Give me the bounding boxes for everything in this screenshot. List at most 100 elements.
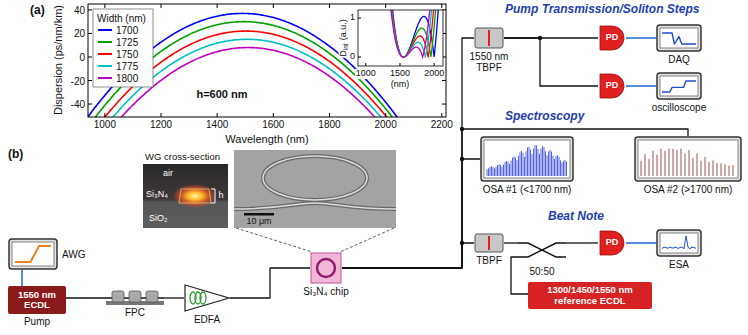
tick-label: -20 [71, 75, 85, 86]
legend-swatch [98, 53, 112, 55]
screen-frame [9, 239, 57, 269]
beat-note-trace [662, 236, 696, 249]
scale-bar [244, 213, 274, 216]
dint-curve [358, 10, 443, 57]
node-shape [634, 136, 742, 182]
dimension-note: h=600 nm [196, 88, 247, 100]
tick-mark [358, 57, 361, 58]
node-label: OSA #1 (<1700 nm) [483, 184, 572, 195]
tick-label: 1000 [94, 119, 116, 130]
chip-symbol: Si₃N₄ chip [310, 252, 342, 284]
tick-mark [441, 4, 442, 8]
amplifier-symbol: EDFA [184, 284, 230, 312]
signal-cable [21, 270, 23, 286]
spectrum-trace [641, 148, 733, 176]
coupler-symbol: 50:50 [518, 236, 566, 264]
signal-cable [626, 85, 656, 87]
node-shape [474, 233, 504, 253]
transmission-trace [662, 33, 696, 44]
tick-label: 1 [349, 13, 356, 23]
legend-label: 1750 [116, 49, 138, 60]
node-shape [474, 27, 504, 49]
controller-paddle [129, 291, 141, 302]
node-shape [656, 229, 702, 257]
node-label: 1550 nm TBPF [462, 51, 516, 73]
tick-label: 1600 [262, 119, 284, 130]
legend-swatches [98, 30, 112, 78]
tick-label: 40 [74, 4, 85, 15]
polarization-controller: FPC [106, 291, 164, 305]
tick-mark [329, 4, 330, 8]
coupler-arm [518, 243, 566, 257]
axis-title: Wavelength (nm) [225, 133, 308, 145]
filter-band [488, 236, 490, 250]
ring-shadow [263, 156, 367, 200]
tick-mark [104, 113, 105, 117]
tick-label: 2000 [423, 69, 445, 79]
osa-screen: OSA #2 (>1700 nm) [634, 136, 742, 182]
photodetector-symbol: PD [598, 230, 626, 256]
dint-curve [358, 10, 443, 57]
dint-curve [358, 10, 443, 57]
sem-image [234, 150, 396, 228]
awg-screen: AWG [8, 238, 58, 270]
optical-fiber [511, 257, 528, 294]
screen-frame [657, 73, 701, 99]
legend-label: 1775 [116, 61, 138, 72]
spectrum-trace [487, 145, 567, 176]
oscilloscope-screen: oscilloscope [656, 72, 702, 100]
screen-display [660, 28, 698, 48]
tick-mark [365, 63, 366, 66]
optical-fiber [342, 243, 474, 268]
node-text: 1300/1450/1550 nm reference ECDL [532, 285, 648, 306]
tick-label: 1200 [150, 119, 172, 130]
tick-mark [161, 4, 162, 8]
filter-body [475, 28, 503, 48]
screen-frame [657, 230, 701, 256]
node-text: PD [606, 81, 619, 91]
amplifier-triangle [185, 285, 229, 311]
node-text: PD [606, 33, 619, 43]
filter-band [488, 30, 490, 46]
image-title: WG cross-section [145, 152, 220, 162]
tick-label: 1400 [206, 119, 228, 130]
tick-mark [385, 4, 386, 8]
optical-fiber [504, 38, 598, 86]
axis-title: Dispersion (ps/nm/km) [52, 5, 64, 115]
zoom-line [236, 228, 312, 252]
signal-cable [626, 242, 656, 244]
node-label: 50:50 [529, 266, 554, 277]
laser-box: 1300/1450/1550 nm reference ECDL [528, 282, 652, 309]
zoom-line [340, 228, 394, 252]
photodetector-symbol: PD [598, 25, 626, 51]
zoom-lines [236, 228, 394, 252]
tick-mark [442, 104, 446, 105]
filter-body [475, 234, 503, 252]
tick-label: -40 [71, 99, 85, 110]
tick-mark [399, 63, 400, 66]
node-label: FPC [125, 307, 145, 318]
tick-mark [434, 63, 435, 66]
axis-title: Dint(a.u.) [339, 18, 350, 57]
screen-frame [481, 137, 573, 181]
material-label: air [163, 169, 173, 179]
ring-resonator [263, 156, 367, 200]
dint-curve [358, 10, 443, 57]
photo-ground [143, 164, 228, 228]
tick-mark [88, 9, 92, 10]
node-label: AWG [62, 249, 86, 260]
legend-label: 1800 [116, 73, 138, 84]
tick-label: 2000 [375, 119, 397, 130]
dint-curves [358, 10, 443, 57]
tick-label: 0 [349, 52, 356, 62]
panel-label: (a) [30, 4, 45, 17]
tick-mark [88, 33, 92, 34]
tick-label: 1800 [318, 119, 340, 130]
mode-glow [173, 184, 217, 208]
photodetector-body [600, 26, 624, 50]
optical-fiber [342, 38, 474, 268]
legend-label: 1700 [116, 25, 138, 36]
legend-swatch [98, 77, 112, 79]
photodetector-body [600, 231, 624, 255]
